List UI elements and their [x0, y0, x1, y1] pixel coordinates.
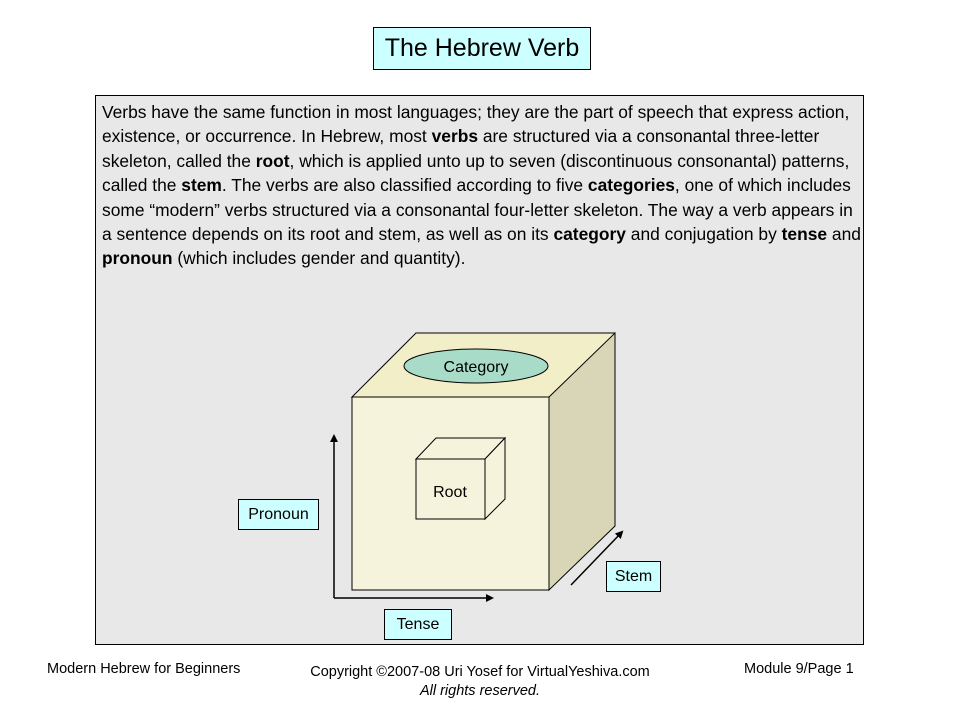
bold-term: root — [255, 150, 290, 171]
text-run: , one of which includes some “modern” ve… — [102, 175, 853, 245]
text-run: are structured via a consonantal three-l… — [102, 126, 820, 171]
copyright-text: Copyright ©2007-08 Uri Yosef for Virtual… — [310, 664, 650, 680]
page-title: The Hebrew Verb — [373, 27, 591, 70]
footer-page-number: Module 9/Page 1 — [744, 661, 854, 677]
stem-axis-arrow — [570, 530, 624, 586]
root-label: Root — [433, 484, 467, 501]
footer-copyright: Copyright ©2007-08 Uri Yosef for Virtual… — [285, 663, 675, 701]
text-run: (which includes gender and quantity). — [172, 248, 466, 269]
category-ellipse — [403, 348, 549, 384]
root-cube-front — [415, 458, 486, 520]
tense-label-box: Tense — [384, 609, 452, 640]
bold-term: tense — [781, 224, 828, 245]
bold-term: stem — [181, 175, 222, 196]
bold-term: category — [553, 224, 626, 245]
text-run: and conjugation by — [625, 224, 782, 245]
rights-text: All rights reserved. — [419, 683, 541, 699]
text-run: Verbs have the same function in most lan… — [102, 102, 850, 147]
footer-course-title: Modern Hebrew for Beginners — [47, 661, 241, 677]
text-run: . The verbs are also classified accordin… — [221, 175, 588, 196]
bold-term: pronoun — [102, 248, 173, 269]
pronoun-label-box: Pronoun — [238, 499, 319, 530]
stem-label-box: Stem — [606, 561, 661, 592]
category-label: Category — [444, 359, 509, 376]
bold-term: categories — [587, 175, 675, 196]
tense-label: Tense — [396, 615, 440, 633]
body-paragraph: Verbs have the same function in most lan… — [102, 100, 862, 271]
text-run: and — [827, 224, 861, 245]
pronoun-label: Pronoun — [248, 505, 309, 523]
bold-term: verbs — [431, 126, 479, 147]
stem-label: Stem — [614, 567, 653, 585]
page-title-text: The Hebrew Verb — [384, 34, 580, 62]
text-run: , which is applied unto up to seven (dis… — [102, 150, 850, 196]
